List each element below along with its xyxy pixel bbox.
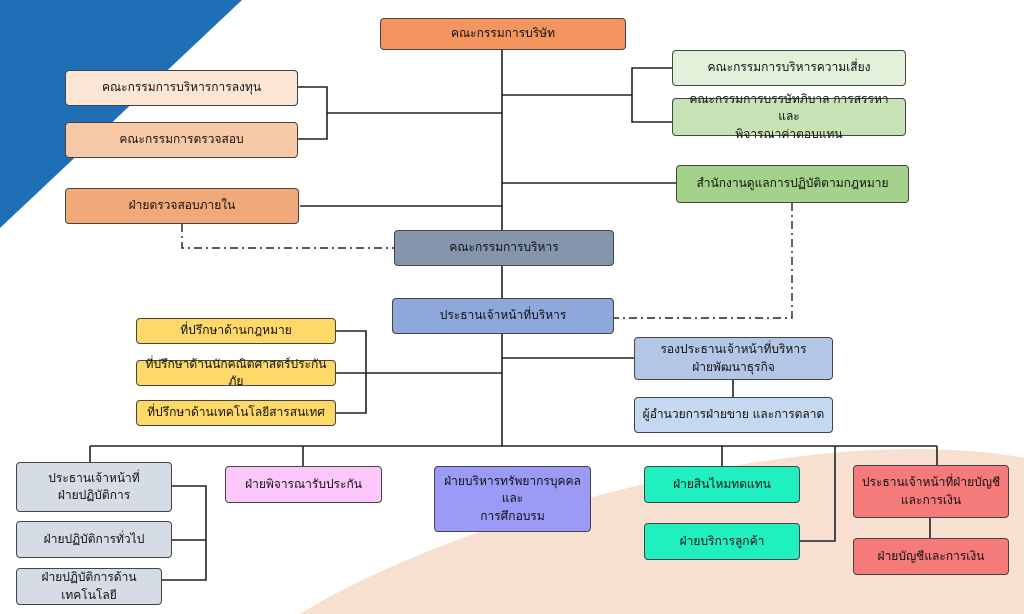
chief-operating-officer: ประธานเจ้าหน้าที่ ฝ่ายปฏิบัติการ [16,462,172,512]
claims-department: ฝ่ายสินไหมทดแทน [644,466,800,503]
customer-service-department: ฝ่ายบริการลูกค้า [644,523,800,560]
audit-committee: คณะกรรมการตรวจสอบ [65,122,298,158]
risk-committee: คณะกรรมการบริหารความเสี่ยง [672,50,906,86]
general-operations-department: ฝ่ายปฏิบัติการทั่วไป [16,521,172,558]
actuarial-advisor: ที่ปรึกษาด้านนักคณิตศาสตร์ประกันภัย [136,357,336,388]
it-advisor: ที่ปรึกษาด้านเทคโนโลยีสารสนเทศ [136,400,336,426]
sales-marketing-director: ผู้อำนวยการฝ่ายขาย และการตลาด [634,397,833,433]
underwriting-department: ฝ่ายพิจารณารับประกัน [225,466,382,503]
compliance-office: สำนักงานดูแลการปฏิบัติตามกฎหมาย [676,165,909,203]
chief-financial-officer: ประธานเจ้าหน้าที่ฝ่ายบัญชี และการเงิน [853,465,1009,518]
internal-audit-department: ฝ่ายตรวจสอบภายใน [65,188,299,224]
ceo: ประธานเจ้าหน้าที่บริหาร [392,298,614,334]
technology-operations-department: ฝ่ายปฏิบัติการด้านเทคโนโลยี [16,568,162,605]
governance-nomination-committee: คณะกรรมการบรรษัทภิบาล การสรรหาและ พิจารณ… [672,92,906,141]
board-of-directors: คณะกรรมการบริษัท [380,18,626,50]
deputy-ceo-business-development: รองประธานเจ้าหน้าที่บริหาร ฝ่ายพัฒนาธุรก… [634,337,833,380]
investment-committee: คณะกรรมการบริหารการลงทุน [65,70,298,106]
legal-advisor: ที่ปรึกษาด้านกฎหมาย [136,318,336,344]
accounting-finance-department: ฝ่ายบัญชีและการเงิน [853,538,1009,575]
hr-training-department: ฝ่ายบริหารทรัพยากรบุคคล และ การศึกอบรม [434,466,591,532]
executive-committee: คณะกรรมการบริหาร [394,230,614,266]
